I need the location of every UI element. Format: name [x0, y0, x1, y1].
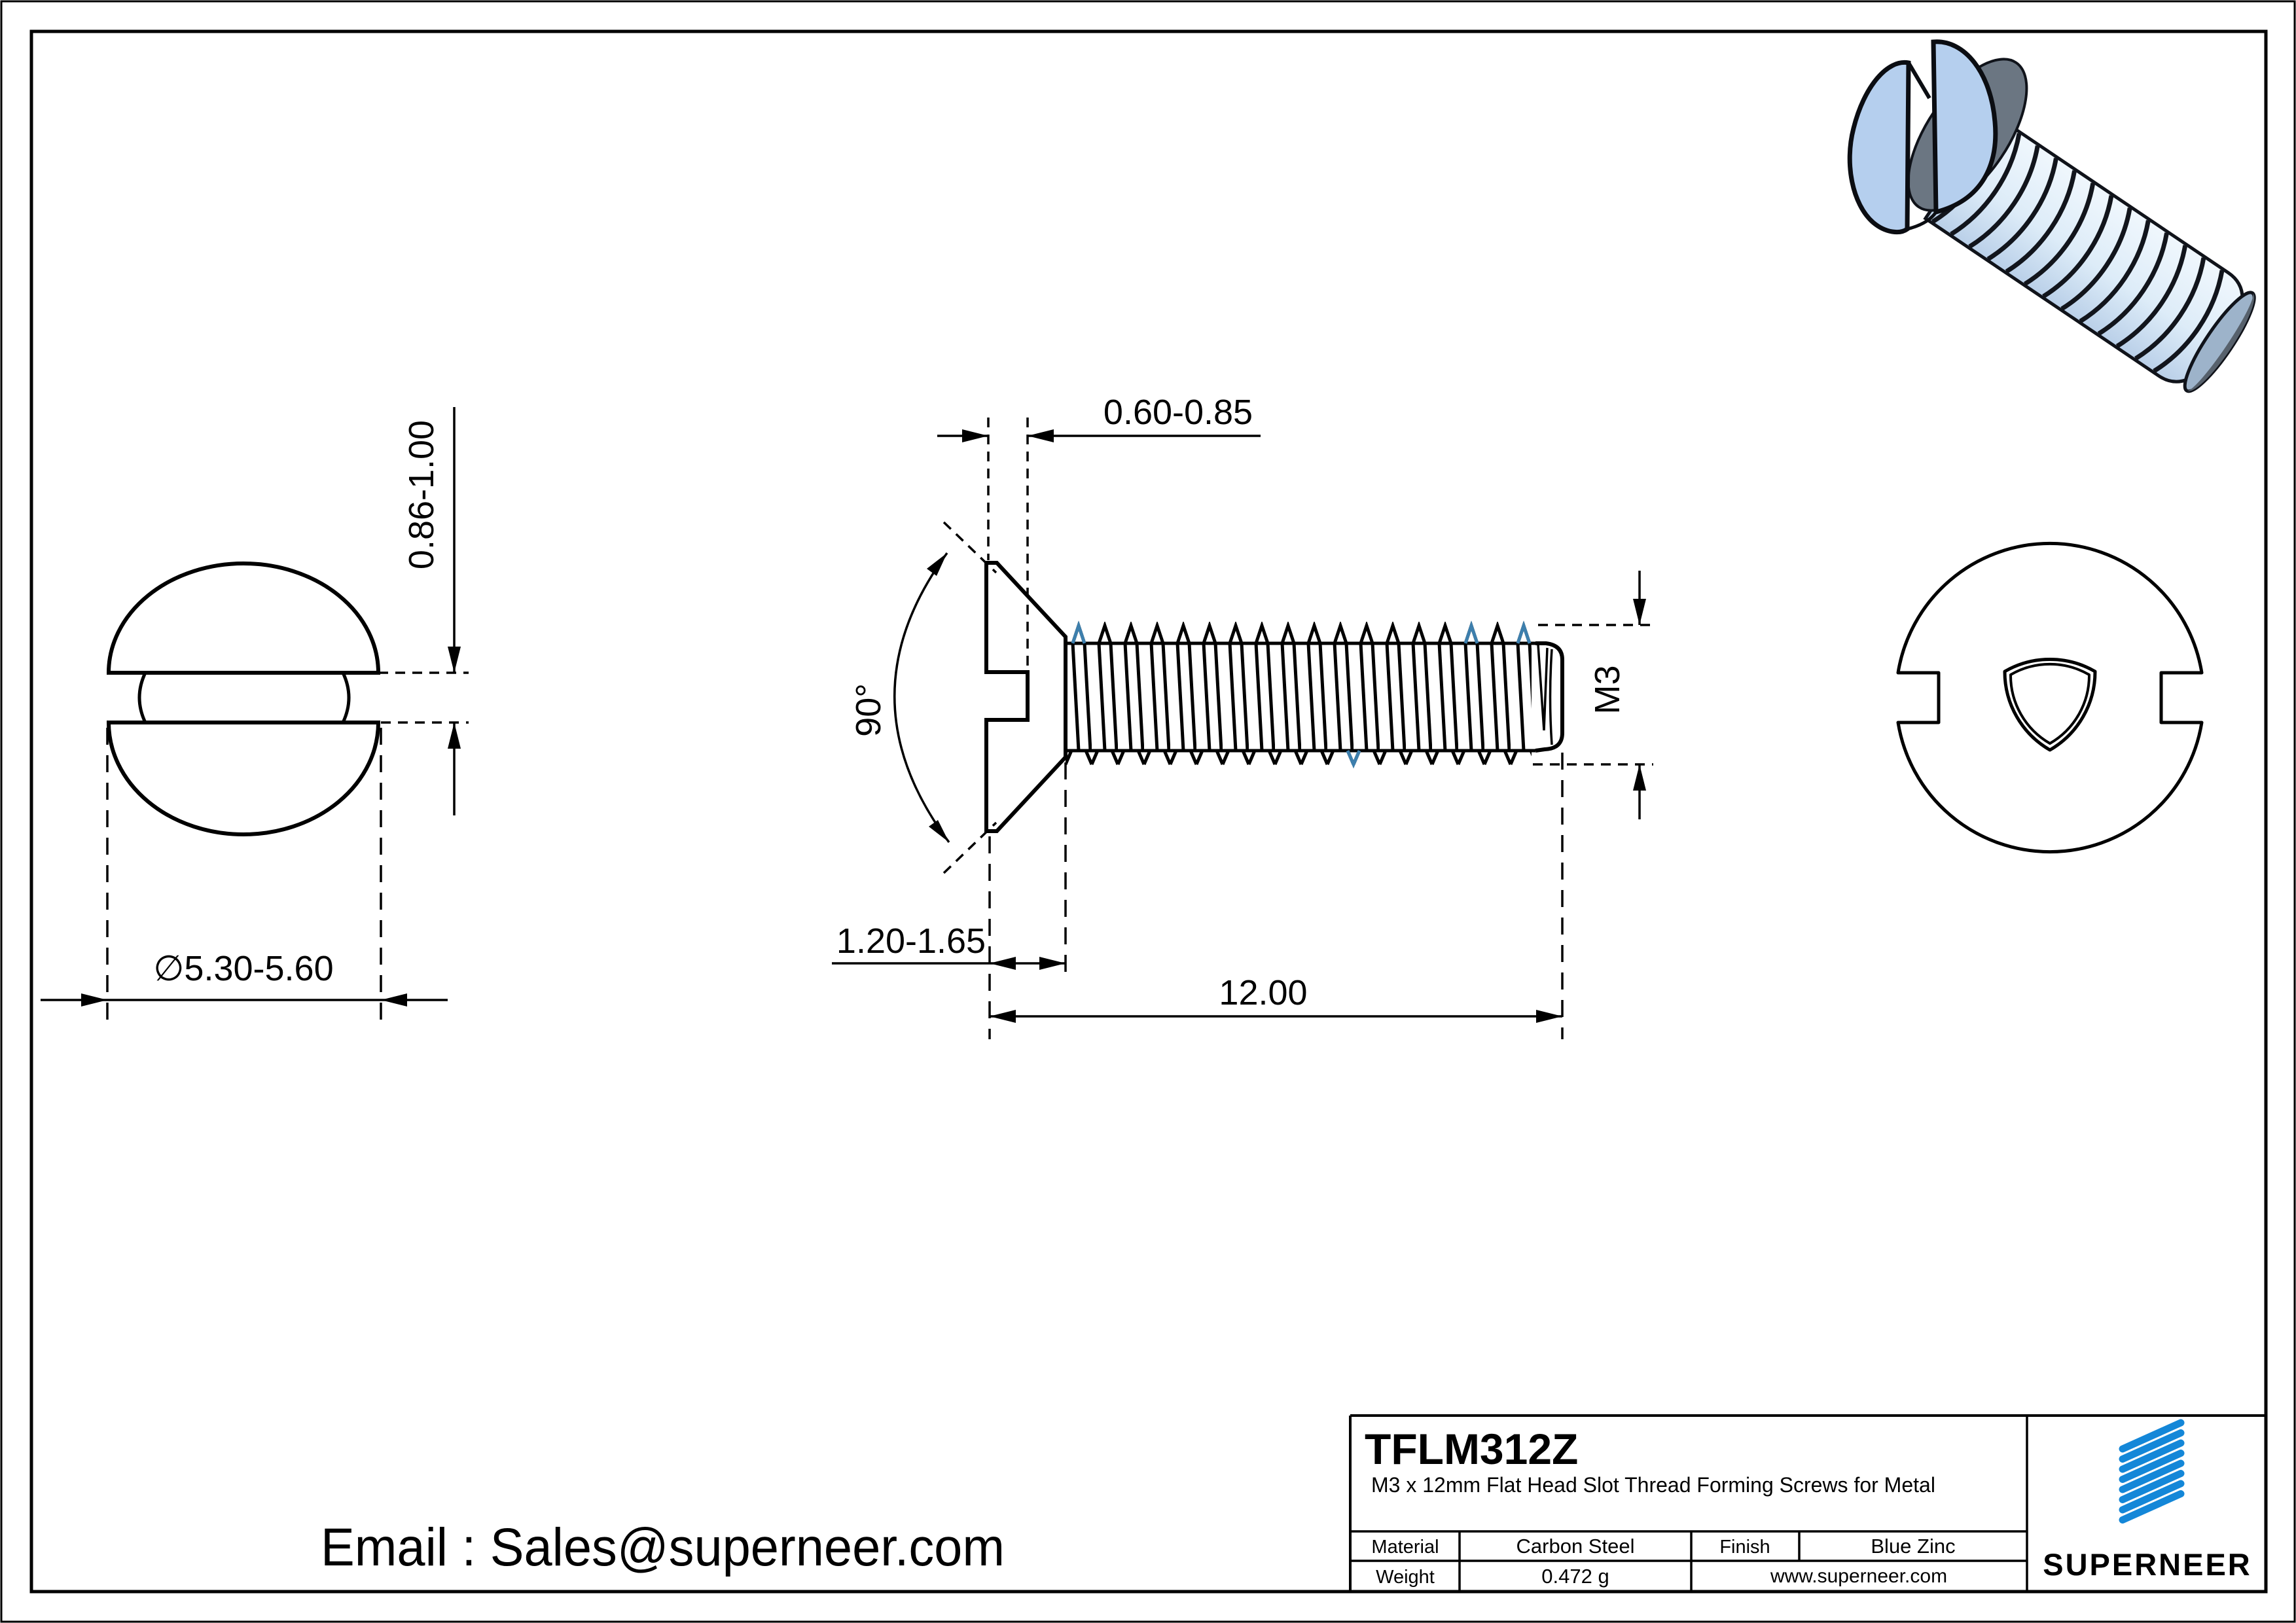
head-face-left-lobe: [1847, 60, 1911, 235]
drawing-frame: [29, 29, 2268, 1594]
trilobular-inner: [2009, 662, 2091, 745]
side-view: 90° 0.60-0.85 1.20-1.65: [832, 393, 1653, 1039]
front-slot-height-dim-text: 0.86-1.00: [402, 420, 441, 569]
brand-name: SUPERNEER: [2043, 1547, 2252, 1582]
trilobular-outer: [2003, 658, 2097, 752]
front-slot-height-dimension: 0.86-1.00: [347, 407, 469, 815]
thread-size-dim-text: M3: [1588, 665, 1627, 714]
slot-width-dimension: 0.60-0.85: [937, 393, 1261, 670]
email-text: Email : Sales@superneer.com: [321, 1518, 1005, 1577]
finish-label: Finish: [1719, 1537, 1770, 1558]
website-link[interactable]: www.superneer.com: [1770, 1565, 1947, 1587]
material-value: Carbon Steel: [1516, 1535, 1635, 1558]
thread-tip-highlights: [1071, 620, 1532, 769]
weight-value: 0.472 g: [1541, 1565, 1609, 1588]
superneer-logo-stripes-icon: [2119, 1419, 2185, 1524]
finish-value: Blue Zinc: [1871, 1535, 1955, 1558]
front-view: 0.86-1.00 ∅5.30-5.60: [41, 407, 469, 1022]
part-description: M3 x 12mm Flat Head Slot Thread Forming …: [1371, 1473, 1935, 1497]
title-block: TFLM312Z M3 x 12mm Flat Head Slot Thread…: [1349, 1414, 2266, 1592]
head-height-dim-text: 1.20-1.65: [836, 921, 986, 961]
front-head-diameter-dim-text: ∅5.30-5.60: [153, 949, 333, 988]
render-3d: [1847, 39, 2256, 393]
countersink-angle-dim-text: 90°: [849, 683, 888, 737]
material-label: Material: [1371, 1537, 1439, 1558]
head-face-right-lobe: [1931, 39, 1998, 215]
length-dimension: 12.00: [990, 753, 1564, 1039]
front-head-diameter-dimension: ∅5.30-5.60: [41, 728, 448, 1022]
weight-label: Weight: [1376, 1567, 1435, 1588]
slot-width-dim-text: 0.60-0.85: [1103, 393, 1253, 432]
part-number: TFLM312Z: [1365, 1425, 1578, 1473]
length-dim-text: 12.00: [1219, 973, 1307, 1012]
thread-size-dimension: M3: [1533, 571, 1653, 819]
end-view: [1896, 541, 2204, 854]
countersink-angle-dimension: 90°: [849, 521, 997, 874]
head-height-dimension: 1.20-1.65: [832, 762, 1067, 1039]
